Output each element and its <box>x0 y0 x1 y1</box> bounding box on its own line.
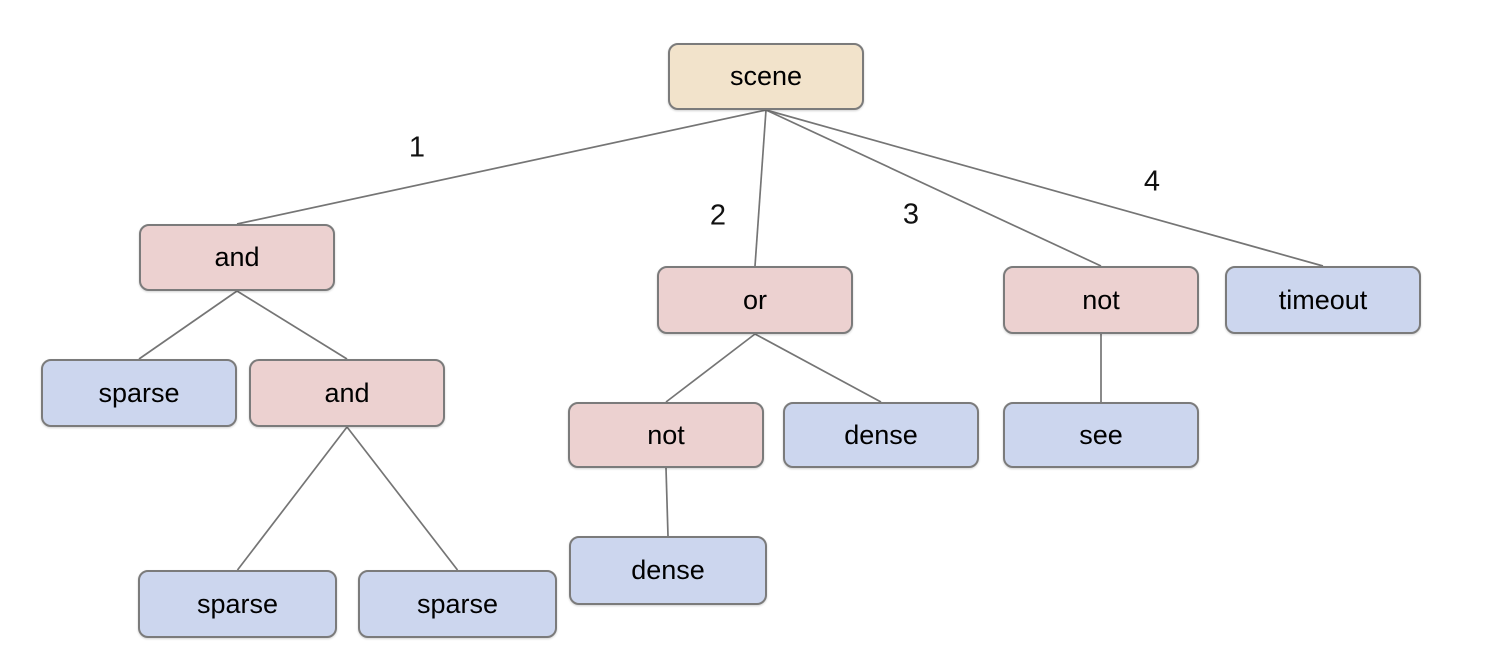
tree-node-scene: scene <box>668 43 864 110</box>
node-label-timeout: timeout <box>1278 284 1368 315</box>
node-label-sparse-3: sparse <box>416 588 499 619</box>
node-label-not-1: not <box>1082 284 1120 315</box>
edge-label-4: 4 <box>1143 165 1161 198</box>
node-label-not-2: not <box>647 419 685 450</box>
edge-label-3: 3 <box>902 198 920 231</box>
tree-node-sparse-3: sparse <box>358 570 557 638</box>
node-label-sparse-2: sparse <box>196 588 279 619</box>
tree-node-dense-1: dense <box>783 402 979 468</box>
tree-node-or: or <box>657 266 853 334</box>
node-label-or: or <box>742 284 767 315</box>
node-label-and-1: and <box>214 242 260 272</box>
edge-label-1: 1 <box>408 131 426 164</box>
node-label-scene: scene <box>729 61 803 91</box>
tree-node-sparse-1: sparse <box>41 359 237 427</box>
tree-node-timeout: timeout <box>1225 266 1421 334</box>
node-label-see: see <box>1079 419 1123 450</box>
node-label-dense-1: dense <box>844 419 918 450</box>
node-label-sparse-1: sparse <box>98 377 180 408</box>
tree-node-dense-2: dense <box>569 536 767 605</box>
node-label-and-2: and <box>324 377 370 408</box>
tree-node-sparse-2: sparse <box>138 570 337 638</box>
node-label-dense-2: dense <box>631 555 705 585</box>
tree-node-not-2: not <box>568 402 764 468</box>
tree-node-and-1: and <box>139 224 335 291</box>
tree-node-and-2: and <box>249 359 445 427</box>
edge-label-2: 2 <box>709 199 727 232</box>
tree-node-not-1: not <box>1003 266 1199 334</box>
tree-node-see: see <box>1003 402 1199 468</box>
